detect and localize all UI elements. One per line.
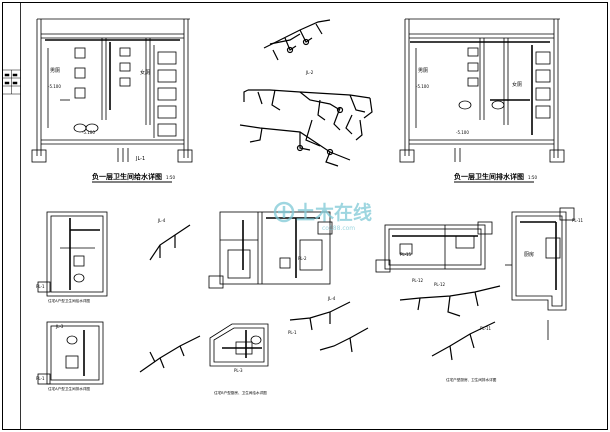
room-label-women-right: 女厕 [512, 81, 522, 88]
riser-tag-pl1-c: PL-1 [288, 330, 297, 335]
unit-a-supply-plan [37, 211, 108, 297]
room-label-men-right: 男厕 [418, 68, 428, 74]
watermark-logo-icon [273, 201, 295, 223]
riser-tag-pl1-b: PL-1 [36, 376, 45, 381]
view-title-supply-scale: 1:50 [166, 175, 175, 180]
riser-tag-pl15: PL-15 [400, 252, 412, 257]
riser-tag-pl2: PL-2 [298, 256, 307, 261]
drain-plan-view [399, 18, 565, 163]
unit-d-drain-isometric [399, 285, 501, 361]
unit-c-plan [209, 323, 269, 367]
riser-tag-pl12: PL-12 [412, 278, 424, 283]
supply-plan-view [31, 18, 193, 163]
room-label-women: 女厕 [140, 69, 150, 76]
unit-a-drain-plan [37, 321, 104, 385]
watermark: 土木在线 co188.com [273, 201, 372, 232]
room-label-kitchen: 厨房 [524, 251, 534, 258]
kitchen-plan [505, 207, 575, 340]
supply-isometric [239, 19, 373, 167]
sub-title-unit-a-supply: 住宅A户型卫生间给水详图 [48, 298, 90, 303]
riser-tag-jl2: JL-2 [305, 70, 314, 75]
title-block-cells [2, 69, 21, 95]
level-mark-sub-right: -5.100 [456, 130, 469, 135]
watermark-brand: 土木在线 [296, 201, 372, 224]
view-title-supply: 负一层卫生间给水详图 [92, 172, 162, 181]
riser-tag-jl4: JL-4 [157, 218, 166, 223]
unit-d-plan [375, 221, 493, 273]
level-mark-sub-left: -5.100 [82, 130, 95, 135]
riser-tag-jl1: JL-1 [135, 156, 145, 162]
view-title-drain: 负一层卫生间排水详图 [454, 172, 524, 181]
sub-title-unit-d: 住宅户型厨房、卫生间排水详图 [446, 377, 497, 382]
riser-tag-pl12-b: PL-12 [434, 282, 446, 287]
sub-title-unit-a-drain: 住宅A户型卫生间排水详图 [48, 386, 90, 391]
riser-tag-jl4-b: JL-4 [327, 296, 336, 301]
room-label-men: 男厕 [50, 68, 60, 74]
level-mark-floor-right: -5.100 [416, 84, 429, 89]
riser-tag-pl3: PL-3 [234, 368, 243, 373]
view-title-drain-scale: 1:50 [528, 175, 537, 180]
riser-tag-pl11-b: PL-11 [480, 326, 492, 331]
riser-tag-pl11: PL-11 [572, 218, 584, 223]
unit-a-supply-riser [149, 224, 191, 261]
level-mark-floor-left: -5.100 [48, 84, 61, 89]
sub-title-unit-c: 住宅B户型厨房、卫生间给水详图 [214, 390, 267, 395]
title-block-strip [2, 2, 21, 430]
riser-tag-pl1: PL-1 [36, 284, 45, 289]
riser-tag-jl3: JL-3 [55, 324, 64, 329]
watermark-url: co188.com [322, 225, 355, 232]
unit-b-supply-isometric [289, 301, 369, 353]
unit-a-drain-isometric [139, 335, 201, 373]
